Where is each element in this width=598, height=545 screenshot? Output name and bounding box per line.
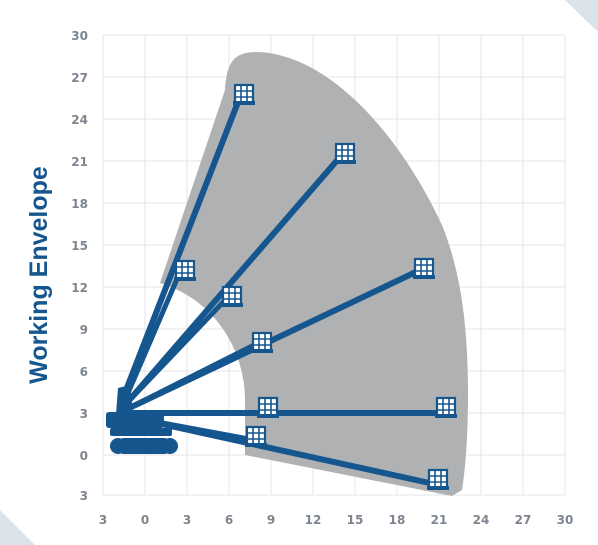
x-tick-label: 21	[431, 513, 448, 527]
x-tick-label: 3	[99, 513, 107, 527]
platform-basket-icon	[172, 259, 198, 283]
y-tick-label: 27	[71, 71, 88, 85]
platform-basket-icon	[425, 468, 451, 492]
y-tick-label: 9	[80, 323, 88, 337]
boom-arm-upper-knuckle	[122, 269, 183, 403]
x-tick-label: 30	[557, 513, 574, 527]
x-tick-label: 24	[473, 513, 490, 527]
boom-arm-short-mid	[122, 340, 261, 413]
platform-basket-icon	[433, 396, 459, 420]
working-envelope-area	[160, 52, 468, 496]
x-tick-label: 15	[347, 513, 364, 527]
y-tick-label: 0	[80, 449, 88, 463]
x-tick-label: 18	[389, 513, 406, 527]
x-tick-label: 6	[225, 513, 233, 527]
x-axis-ticks: 3 0 3 6 9 12 15 18 21 24 27 30	[99, 513, 574, 527]
x-tick-label: 3	[183, 513, 191, 527]
x-tick-label: 27	[515, 513, 532, 527]
boom-arm-max-height	[120, 94, 243, 401]
x-tick-label: 9	[267, 513, 275, 527]
boom-arm-mid-knuckle	[122, 294, 231, 408]
y-tick-label: 30	[71, 29, 88, 43]
diagram-title: Working Envelope	[25, 166, 53, 384]
platform-basket-icon	[219, 285, 245, 309]
y-tick-label: 21	[71, 155, 88, 169]
boom-arm-high-reach	[122, 154, 343, 408]
x-tick-label: 0	[141, 513, 149, 527]
platform-basket-icon	[411, 257, 437, 281]
y-tick-label: 15	[71, 239, 88, 253]
platform-basket-icon	[231, 83, 257, 107]
y-tick-label: 6	[80, 365, 88, 379]
platform-basket-icon	[332, 142, 358, 166]
y-tick-label: 3	[80, 407, 88, 421]
y-tick-label: 24	[71, 113, 88, 127]
y-tick-label: 12	[71, 281, 88, 295]
boom-arms	[120, 94, 447, 487]
y-tick-label: 18	[71, 197, 88, 211]
y-axis-ticks: 30 27 24 21 18 15 12 9 6 3 0 3	[71, 29, 88, 503]
platform-basket-icon	[249, 331, 275, 355]
x-tick-label: 12	[305, 513, 322, 527]
boom-lift-icon	[106, 385, 178, 454]
platform-basket-icon	[243, 425, 269, 449]
y-tick-label: 3	[80, 489, 88, 503]
platform-basket-icon	[255, 396, 281, 420]
